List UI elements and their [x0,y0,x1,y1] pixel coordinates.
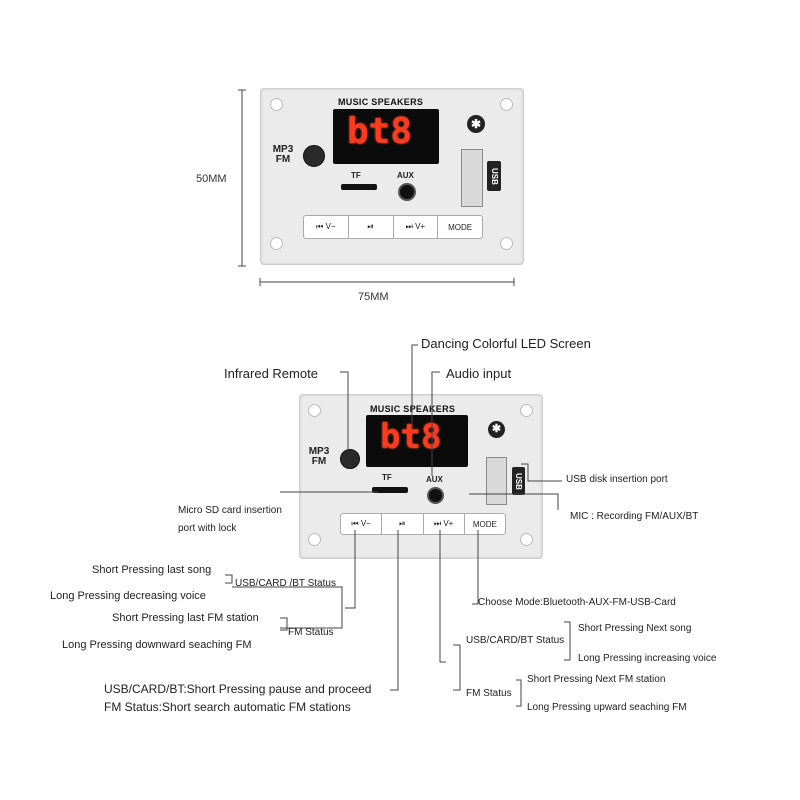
mode-button[interactable]: MODE [448,222,473,232]
height-dimension-label: 50MM [196,173,227,185]
infrared-receiver [303,145,325,167]
mount-hole [270,237,283,250]
mount-hole [500,237,513,250]
infrared-remote-label: Infrared Remote [224,366,318,381]
mic-label: MIC : Recording FM/AUX/BT [570,511,699,522]
short-last-fm-label: Short Pressing last FM station [112,612,259,624]
width-dimension-label: 75MM [358,291,389,303]
play-pause-line1-label: USB/CARD/BT:Short Pressing pause and pro… [104,682,372,696]
short-next-song-label: Short Pressing Next song [578,623,692,634]
fm-status-right-label: FM Status [466,688,512,699]
usb-card-bt-status-right-label: USB/CARD/BT Status [466,635,565,646]
sd-card-label-line2: port with lock [178,523,237,534]
mount-hole [500,98,513,111]
long-up-fm-label: Long Pressing upward seaching FM [527,702,687,713]
long-down-fm-label: Long Pressing downward seaching FM [62,639,252,651]
usb-card-bt-status-left-label: USB/CARD /BT Status [235,578,336,589]
short-next-fm-label: Short Pressing Next FM station [527,674,666,685]
board-title: MUSIC SPEAKERS [338,97,424,107]
prev-vol-down-button[interactable]: ⏮ V− [341,514,383,534]
play-pause-button[interactable]: ⏯ [349,216,394,238]
led-screen: bt8 [366,415,468,467]
usb-label: USB [487,161,501,191]
bluetooth-icon: ✱ [467,115,485,133]
aux-label: AUX [397,171,414,180]
mount-hole [520,533,533,546]
usb-port-label: USB disk insertion port [566,474,668,485]
mount-hole [308,404,321,417]
led-screen-label: Dancing Colorful LED Screen [421,336,591,351]
tf-card-slot [372,487,408,493]
prev-vol-down-button[interactable]: ⏮ V− [304,216,349,238]
mode-button[interactable]: MODE [472,519,497,529]
mount-hole [520,404,533,417]
choose-mode-label: Choose Mode:Bluetooth-AUX-FM-USB-Card [478,597,676,608]
mount-hole [270,98,283,111]
led-screen: bt8 [333,109,439,164]
led-display-text: bt8 [380,417,442,457]
button-row: ⏮ V− ⏯ ⏭ V+ MODE [303,215,483,239]
usb-port [461,149,483,207]
next-vol-up-button[interactable]: ⏭ V+ [424,514,465,534]
aux-jack [427,487,444,504]
tf-label: TF [382,473,392,482]
usb-label: USB [512,467,525,495]
tf-label: TF [351,171,361,180]
mount-hole [308,533,321,546]
usb-port [486,457,507,505]
tf-card-slot [341,184,377,190]
long-decrease-label: Long Pressing decreasing voice [50,590,206,602]
long-increase-label: Long Pressing increasing voice [578,653,717,664]
led-display-text: bt8 [347,111,413,152]
next-vol-up-button[interactable]: ⏭ V+ [394,216,439,238]
aux-label: AUX [426,475,443,484]
sd-card-label-line1: Micro SD card insertion [178,505,282,516]
fm-status-left-label: FM Status [288,627,334,638]
infrared-receiver [340,449,360,469]
aux-jack [398,183,416,201]
play-pause-line2-label: FM Status:Short search automatic FM stat… [104,700,351,714]
audio-input-label: Audio input [446,366,512,381]
button-row: ⏮ V− ⏯ ⏭ V+ MODE [340,513,506,535]
short-last-song-label: Short Pressing last song [92,564,212,576]
bluetooth-icon: ✱ [488,421,505,438]
play-pause-button[interactable]: ⏯ [382,514,424,534]
